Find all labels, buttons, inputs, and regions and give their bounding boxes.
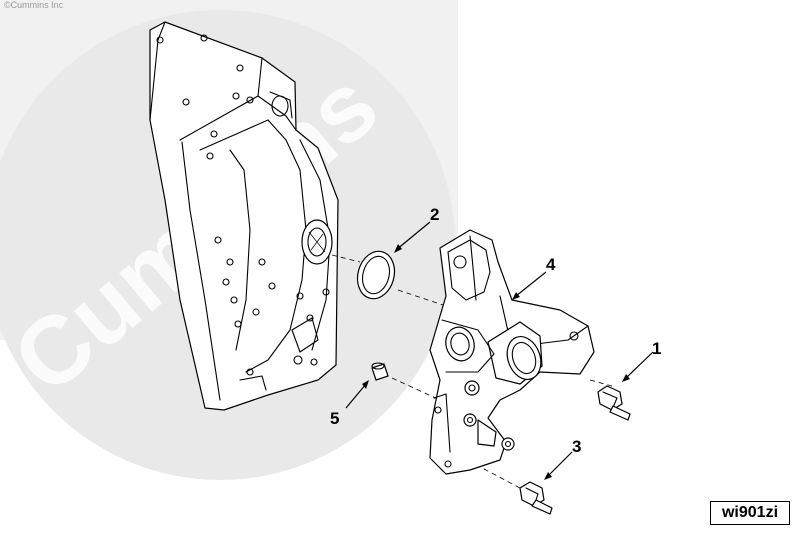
engine-block — [149, 21, 339, 411]
leader-lines — [345, 221, 654, 480]
callout-1: 1 — [652, 339, 661, 358]
sealing-ring — [356, 250, 396, 300]
callout-2: 2 — [430, 205, 439, 224]
figure-id-label: wi901zi — [710, 501, 790, 525]
capscrew-upper — [597, 385, 631, 421]
callout-4: 4 — [546, 255, 556, 274]
thermostat-housing — [429, 229, 595, 475]
capscrew-lower — [519, 481, 553, 515]
callout-3: 3 — [572, 437, 581, 456]
callout-5: 5 — [330, 409, 339, 428]
copyright-notice: ©Cummins Inc — [4, 0, 64, 10]
dowel-pin — [371, 362, 389, 381]
